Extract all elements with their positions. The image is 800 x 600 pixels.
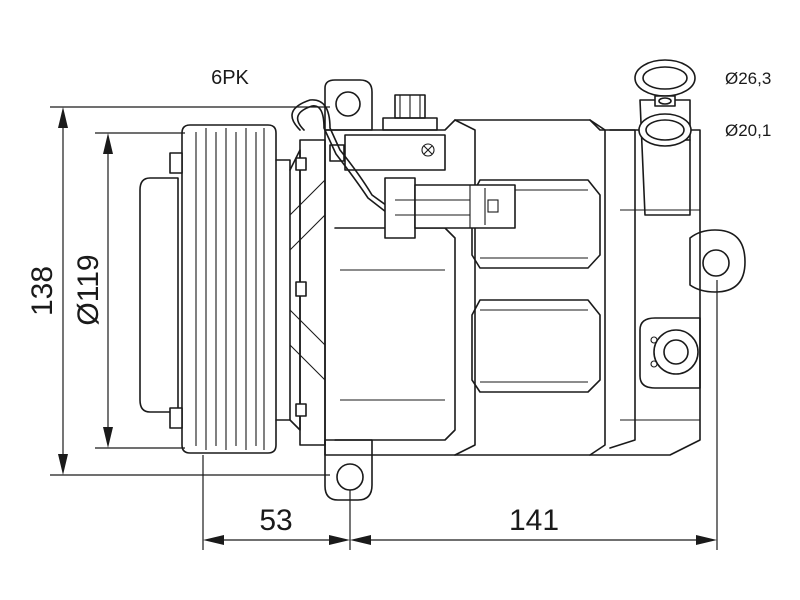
pulley-bolt-top [169, 152, 183, 174]
plug-socket [414, 184, 516, 229]
front-housing [289, 139, 326, 446]
bracket-screw [421, 143, 435, 157]
rib-2 [589, 119, 606, 456]
body-window-lower [471, 299, 601, 393]
dimension-horizontal: 53 141 [202, 280, 718, 550]
top-mount-ear [324, 79, 373, 131]
wire-harness [291, 99, 391, 209]
rear-mount-hole [702, 249, 730, 277]
arrow-up [58, 107, 68, 128]
top-mount-hole [335, 91, 361, 117]
pulley-hub-back [139, 177, 179, 413]
rib-1 [454, 119, 476, 456]
label-belt-profile: 6PK [211, 67, 249, 89]
pulley [139, 124, 291, 454]
pressure-switch [639, 317, 701, 389]
port-large-inner [642, 66, 688, 90]
label-port-small: Ø20,1 [725, 121, 771, 140]
rear-ports [634, 59, 696, 216]
label-height: 138 [26, 266, 59, 316]
clutch-plate [275, 159, 291, 421]
label-mount-to-rear: 141 [509, 504, 559, 537]
top-bolt [382, 94, 438, 131]
pulley-body [181, 124, 277, 454]
label-pulley-to-mount: 53 [259, 504, 292, 537]
rear-mount-ear [689, 229, 746, 293]
port-large-outer [634, 59, 696, 97]
bottom-mount-hole [336, 463, 364, 491]
label-pulley-diameter: Ø119 [72, 254, 105, 325]
control-valve-connector [291, 99, 516, 239]
label-port-large: Ø26,3 [725, 69, 771, 88]
pulley-grooves [195, 128, 265, 450]
arrow-down [58, 454, 68, 475]
dimension-pulley-diameter: Ø119 [72, 132, 185, 449]
bottom-mount-ear [324, 439, 373, 501]
plug-body [384, 177, 416, 239]
dimension-height: 138 [26, 106, 330, 476]
port-small-inner [645, 119, 685, 141]
pulley-bolt-bottom [169, 407, 183, 429]
connector-bracket [344, 134, 446, 171]
